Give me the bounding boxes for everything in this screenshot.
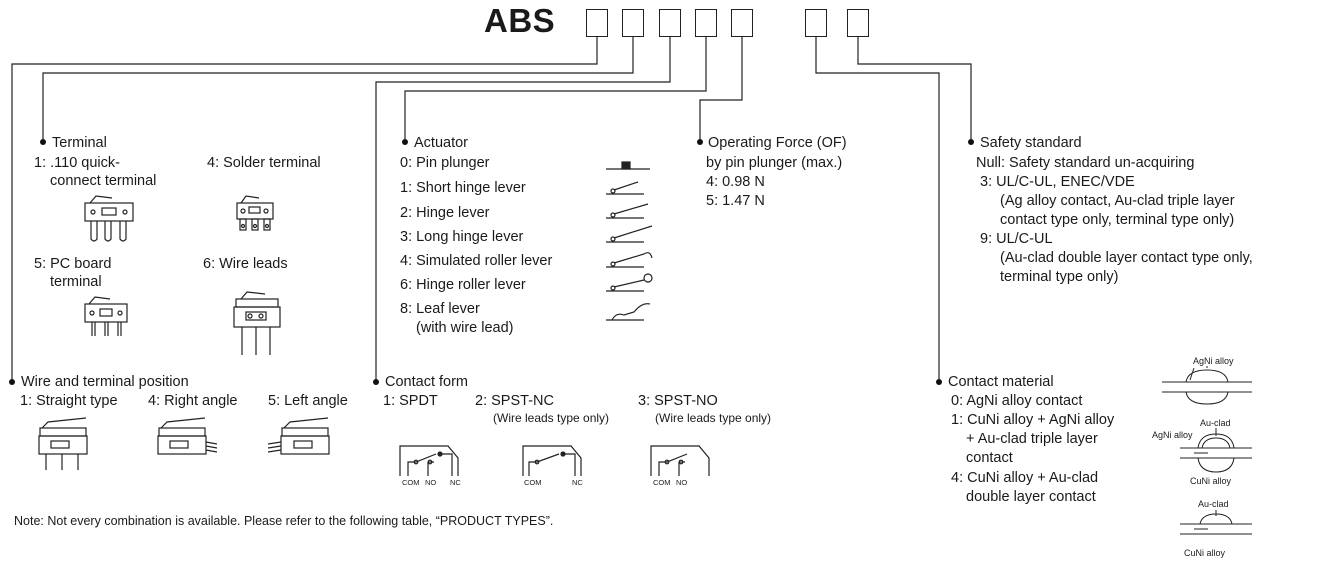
terminal-title: Terminal	[52, 135, 107, 151]
safety-option-3-note-2: contact type only, terminal type only)	[1000, 212, 1235, 228]
straight-type-switch-icon	[38, 417, 88, 470]
contact-form-option-1: 1: SPDT	[383, 393, 438, 409]
contact-material-option-4b: double layer contact	[966, 489, 1096, 505]
code-box-4	[695, 9, 717, 37]
contact-form-title: Contact form	[385, 374, 468, 390]
spdt-schematic-icon	[399, 445, 459, 476]
wire-leads-switch-icon	[233, 291, 281, 355]
fig-auclad-label-1: Au-clad	[1200, 418, 1231, 428]
terminal-option-5a: 5: PC board	[34, 256, 112, 272]
contact-material-option-1b: + Au-clad triple layer	[966, 431, 1098, 447]
actuator-option: 1: Short hinge lever	[400, 180, 526, 196]
contact-form-option-2: 2: SPST-NC	[475, 393, 554, 409]
contact-material-option-1c: contact	[966, 450, 1013, 466]
safety-title: Safety standard	[980, 135, 1082, 151]
terminal-option-4: 4: Solder terminal	[207, 155, 321, 171]
contact-material-option-4a: 4: CuNi alloy + Au-clad	[951, 470, 1099, 486]
operating-force-subtitle: by pin plunger (max.)	[706, 155, 843, 171]
code-box-1	[586, 9, 608, 37]
fig-agni-label: AgNi alloy	[1193, 356, 1234, 366]
actuator-option: 8: Leaf lever	[400, 301, 480, 317]
wire-position-option-1: 1: Straight type	[20, 393, 118, 409]
code-box-3	[659, 9, 681, 37]
contact-material-option-0: 0: AgNi alloy contact	[951, 393, 1083, 409]
actuator-leaf-note: (with wire lead)	[416, 320, 514, 336]
solder-terminal-switch-icon	[236, 195, 274, 231]
spdt-com-label: COM	[402, 478, 420, 487]
left-angle-switch-icon	[267, 417, 330, 455]
fig-cuni-label-1: CuNi alloy	[1190, 476, 1232, 486]
spst-nc-com-label: COM	[524, 478, 542, 487]
fig-auclad-label-2: Au-clad	[1198, 499, 1229, 509]
code-box-7	[847, 9, 869, 37]
spst-nc-nc-label: NC	[572, 478, 583, 487]
fig-cuni-label-2: CuNi alloy	[1184, 548, 1226, 558]
quick-connect-switch-icon	[84, 195, 134, 242]
safety-option-9-note-2: terminal type only)	[1000, 269, 1119, 285]
right-angle-switch-icon	[157, 417, 218, 455]
actuator-option: 4: Simulated roller lever	[400, 253, 553, 269]
agni-contact-figure-icon	[1162, 366, 1252, 405]
contact-form-option-2-note: (Wire leads type only)	[493, 411, 610, 425]
fig-agni-label-2: AgNi alloy	[1152, 430, 1193, 440]
actuator-option: 2: Hinge lever	[400, 205, 490, 221]
actuator-option: 6: Hinge roller lever	[400, 277, 526, 293]
model-prefix: ABS	[484, 2, 556, 39]
spdt-nc-label: NC	[450, 478, 461, 487]
contact-material-option-1a: 1: CuNi alloy + AgNi alloy	[951, 412, 1115, 428]
terminal-option-6: 6: Wire leads	[203, 256, 288, 272]
spst-nc-schematic-icon	[522, 445, 582, 476]
safety-option-3-note-1: (Ag alloy contact, Au-clad triple layer	[1000, 193, 1235, 209]
operating-force-option-4: 4: 0.98 N	[706, 174, 765, 190]
contact-material-title: Contact material	[948, 374, 1054, 390]
operating-force-title: Operating Force (OF)	[708, 135, 847, 151]
operating-force-option-5: 5: 1.47 N	[706, 193, 765, 209]
footnote: Note: Not every combination is available…	[14, 514, 554, 528]
wire-position-option-5: 5: Left angle	[268, 393, 348, 409]
pc-board-switch-icon	[84, 296, 128, 336]
spdt-no-label: NO	[425, 478, 437, 487]
terminal-option-1a: 1: .110 quick-	[34, 155, 120, 171]
code-box-6	[805, 9, 827, 37]
code-box-2	[622, 9, 644, 37]
wire-position-option-4: 4: Right angle	[148, 393, 238, 409]
spst-no-schematic-icon	[650, 445, 710, 476]
terminal-option-5b: terminal	[50, 274, 102, 290]
spst-no-com-label: COM	[653, 478, 671, 487]
code-box-5	[731, 9, 753, 37]
terminal-option-1b: connect terminal	[50, 173, 157, 189]
actuator-option: 3: Long hinge lever	[400, 229, 524, 245]
actuator-icons	[606, 161, 653, 321]
actuator-title: Actuator	[414, 135, 468, 151]
contact-form-option-3-note: (Wire leads type only)	[655, 411, 772, 425]
safety-option-9-note-1: (Au-clad double layer contact type only,	[1000, 250, 1253, 266]
triple-layer-contact-figure-icon	[1180, 428, 1252, 473]
double-layer-contact-figure-icon	[1180, 510, 1252, 535]
wire-position-title: Wire and terminal position	[21, 374, 189, 390]
safety-option-9: 9: UL/C-UL	[980, 231, 1053, 247]
contact-form-option-3: 3: SPST-NO	[638, 393, 718, 409]
spst-no-no-label: NO	[676, 478, 688, 487]
actuator-option: 0: Pin plunger	[400, 155, 490, 171]
safety-option-3: 3: UL/C-UL, ENEC/VDE	[980, 174, 1135, 190]
safety-null: Null: Safety standard un-acquiring	[976, 155, 1195, 171]
